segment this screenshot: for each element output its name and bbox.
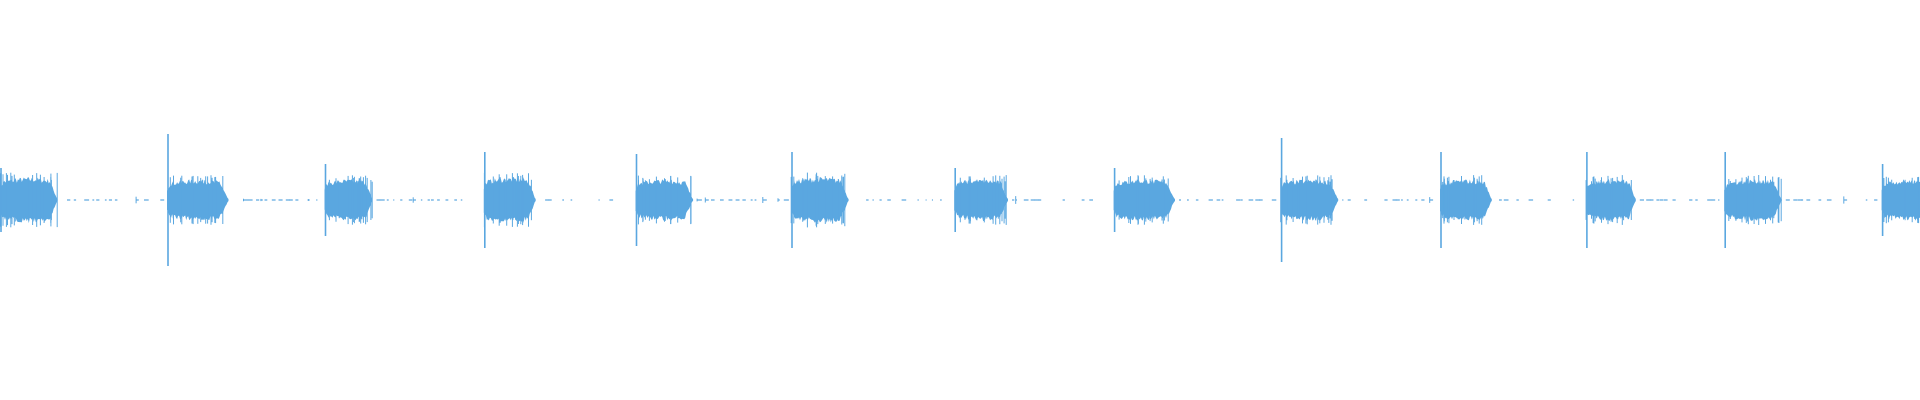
waveform-burst: [1881, 164, 1920, 236]
waveform-burst: [954, 168, 1093, 232]
burst-body: [791, 177, 849, 223]
burst-body: [954, 179, 1008, 221]
waveform-burst: [0, 168, 165, 232]
waveform-bursts: [0, 134, 1920, 266]
waveform-burst: [324, 164, 463, 236]
waveform-burst: [635, 154, 789, 246]
waveform-burst: [167, 134, 318, 266]
burst-body: [483, 177, 536, 222]
burst-body: [1724, 179, 1782, 221]
waveform-burst: [1280, 138, 1434, 262]
waveform-burst: [1113, 168, 1277, 232]
waveform-burst: [790, 152, 942, 248]
waveform-burst: [483, 152, 614, 248]
waveform-burst: [1440, 152, 1575, 248]
waveform-burst: [1724, 152, 1878, 248]
waveform-burst: [1585, 152, 1720, 248]
